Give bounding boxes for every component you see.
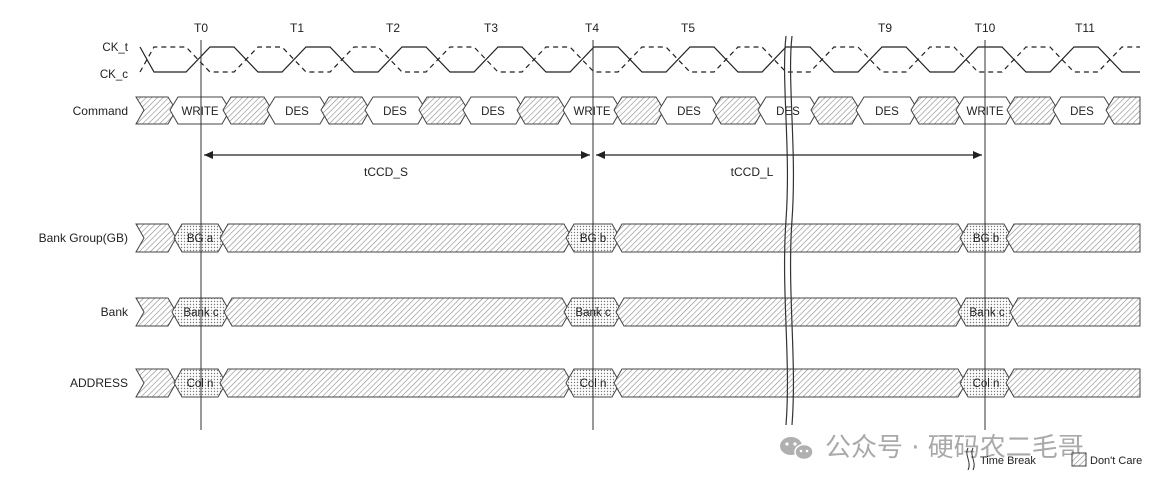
command-dont-care [135, 96, 177, 125]
bank-group-dont-care [219, 223, 573, 253]
command-dont-care [1105, 96, 1141, 125]
bank-group-value: BG a [187, 233, 214, 245]
command-value: WRITE [573, 106, 610, 118]
legend-dont-care: Don't Care [1090, 455, 1142, 467]
tccd-l-label: tCCD_L [731, 165, 774, 179]
time-label-t9: T9 [878, 21, 892, 35]
command-value: DES [383, 106, 407, 118]
bank-group-dont-care [1005, 223, 1141, 253]
bank-value-t10 [957, 297, 1017, 327]
command-des-t11 [1052, 96, 1113, 125]
signal-label-command: Command [73, 104, 128, 118]
command-dont-care [516, 96, 567, 125]
command-dont-care [910, 96, 964, 125]
command-bus: WRITE DES DES DES WRITE DES DES DES WRIT… [135, 96, 1141, 125]
command-value: DES [875, 106, 899, 118]
command-write-t4 [562, 96, 622, 125]
signal-label-ck-c: CK_c [100, 69, 128, 81]
command-dont-care [222, 96, 273, 125]
address-dont-care [135, 368, 177, 398]
time-label-t2: T2 [386, 21, 400, 35]
time-label-t10: T10 [975, 21, 996, 35]
watermark: 公众号 · 硬码农二毛哥 [780, 433, 1084, 463]
ck-c-waveform [139, 46, 1140, 73]
command-des-t3 [462, 96, 525, 125]
bank-group-value-t10 [959, 223, 1013, 253]
time-label-t5: T5 [681, 21, 695, 35]
signal-label-bank-group: Bank Group(GB) [39, 231, 128, 245]
command-dont-care [418, 96, 469, 125]
time-break [783, 35, 795, 426]
command-des-t9 [855, 96, 919, 125]
command-write-t0 [169, 96, 231, 125]
time-break-legend-icon [966, 447, 975, 471]
watermark-text: 公众号 · 硬码农二毛哥 [825, 433, 1084, 463]
address-value-t0 [173, 368, 227, 398]
time-labels: T0 T1 T2 T3 T4 T5 T9 T10 T11 [194, 21, 1095, 35]
time-break-line [783, 35, 789, 426]
time-label-t4: T4 [585, 21, 599, 35]
clock-waveforms [139, 46, 1140, 73]
address-value: Col n [187, 378, 214, 390]
arrowhead [581, 151, 590, 159]
command-value: DES [776, 106, 800, 118]
arrowhead [596, 151, 605, 159]
signal-label-bank: Bank [101, 305, 129, 319]
time-break-line [789, 35, 795, 426]
bank-dont-care [135, 297, 177, 327]
wechat-icon [780, 437, 814, 461]
command-dont-care [613, 96, 665, 125]
bank-group-value-t0 [173, 223, 227, 253]
address-dont-care [1005, 368, 1141, 398]
bank-group-bus: BG a BG b BG b [135, 223, 1141, 253]
command-value: DES [677, 106, 701, 118]
arrowhead [204, 151, 213, 159]
bank-bus: Bank c Bank c Bank c [135, 297, 1141, 327]
timing-arrows: tCCD_S tCCD_L [204, 151, 982, 179]
address-value-t10 [959, 368, 1013, 398]
signal-labels: CK_t CK_c Command Bank Group(GB) Bank AD… [39, 42, 129, 390]
command-value: DES [285, 106, 309, 118]
command-value: DES [1070, 106, 1094, 118]
command-dont-care [1006, 96, 1059, 125]
command-des-t5 [658, 96, 721, 125]
bank-group-dont-care [135, 223, 177, 253]
tccd-s-label: tCCD_S [364, 165, 408, 179]
dont-care-legend-swatch [1071, 452, 1087, 467]
ck-t-waveform [139, 46, 1140, 73]
command-dont-care [810, 96, 861, 125]
command-value: DES [481, 106, 505, 118]
bank-dont-care [223, 297, 571, 327]
command-dont-care [712, 96, 764, 125]
command-dont-care [320, 96, 371, 125]
bank-dont-care [615, 297, 965, 327]
signal-label-ck-t: CK_t [102, 42, 128, 54]
time-label-t1: T1 [290, 21, 304, 35]
address-dont-care [219, 368, 573, 398]
command-value: WRITE [181, 106, 218, 118]
bank-group-dont-care [613, 223, 967, 253]
reference-lines [200, 40, 986, 430]
command-des-t2 [364, 96, 427, 125]
bank-value: Bank c [969, 307, 1004, 319]
legend-time-break: Time Break [980, 455, 1036, 467]
command-des-break [757, 96, 819, 125]
arrowhead [973, 151, 982, 159]
legend: Time Break Don't Care [966, 447, 1142, 471]
address-dont-care [613, 368, 967, 398]
time-label-t3: T3 [484, 21, 498, 35]
address-value: Col n [973, 378, 1000, 390]
command-des-t1 [266, 96, 329, 125]
time-label-t11: T11 [1075, 21, 1095, 35]
time-label-t0: T0 [194, 21, 208, 35]
address-bus: Col n Col n Col n [135, 368, 1141, 398]
signal-label-address: ADDRESS [70, 376, 128, 390]
bank-dont-care [1009, 297, 1141, 327]
bank-group-value: BG b [973, 233, 999, 245]
